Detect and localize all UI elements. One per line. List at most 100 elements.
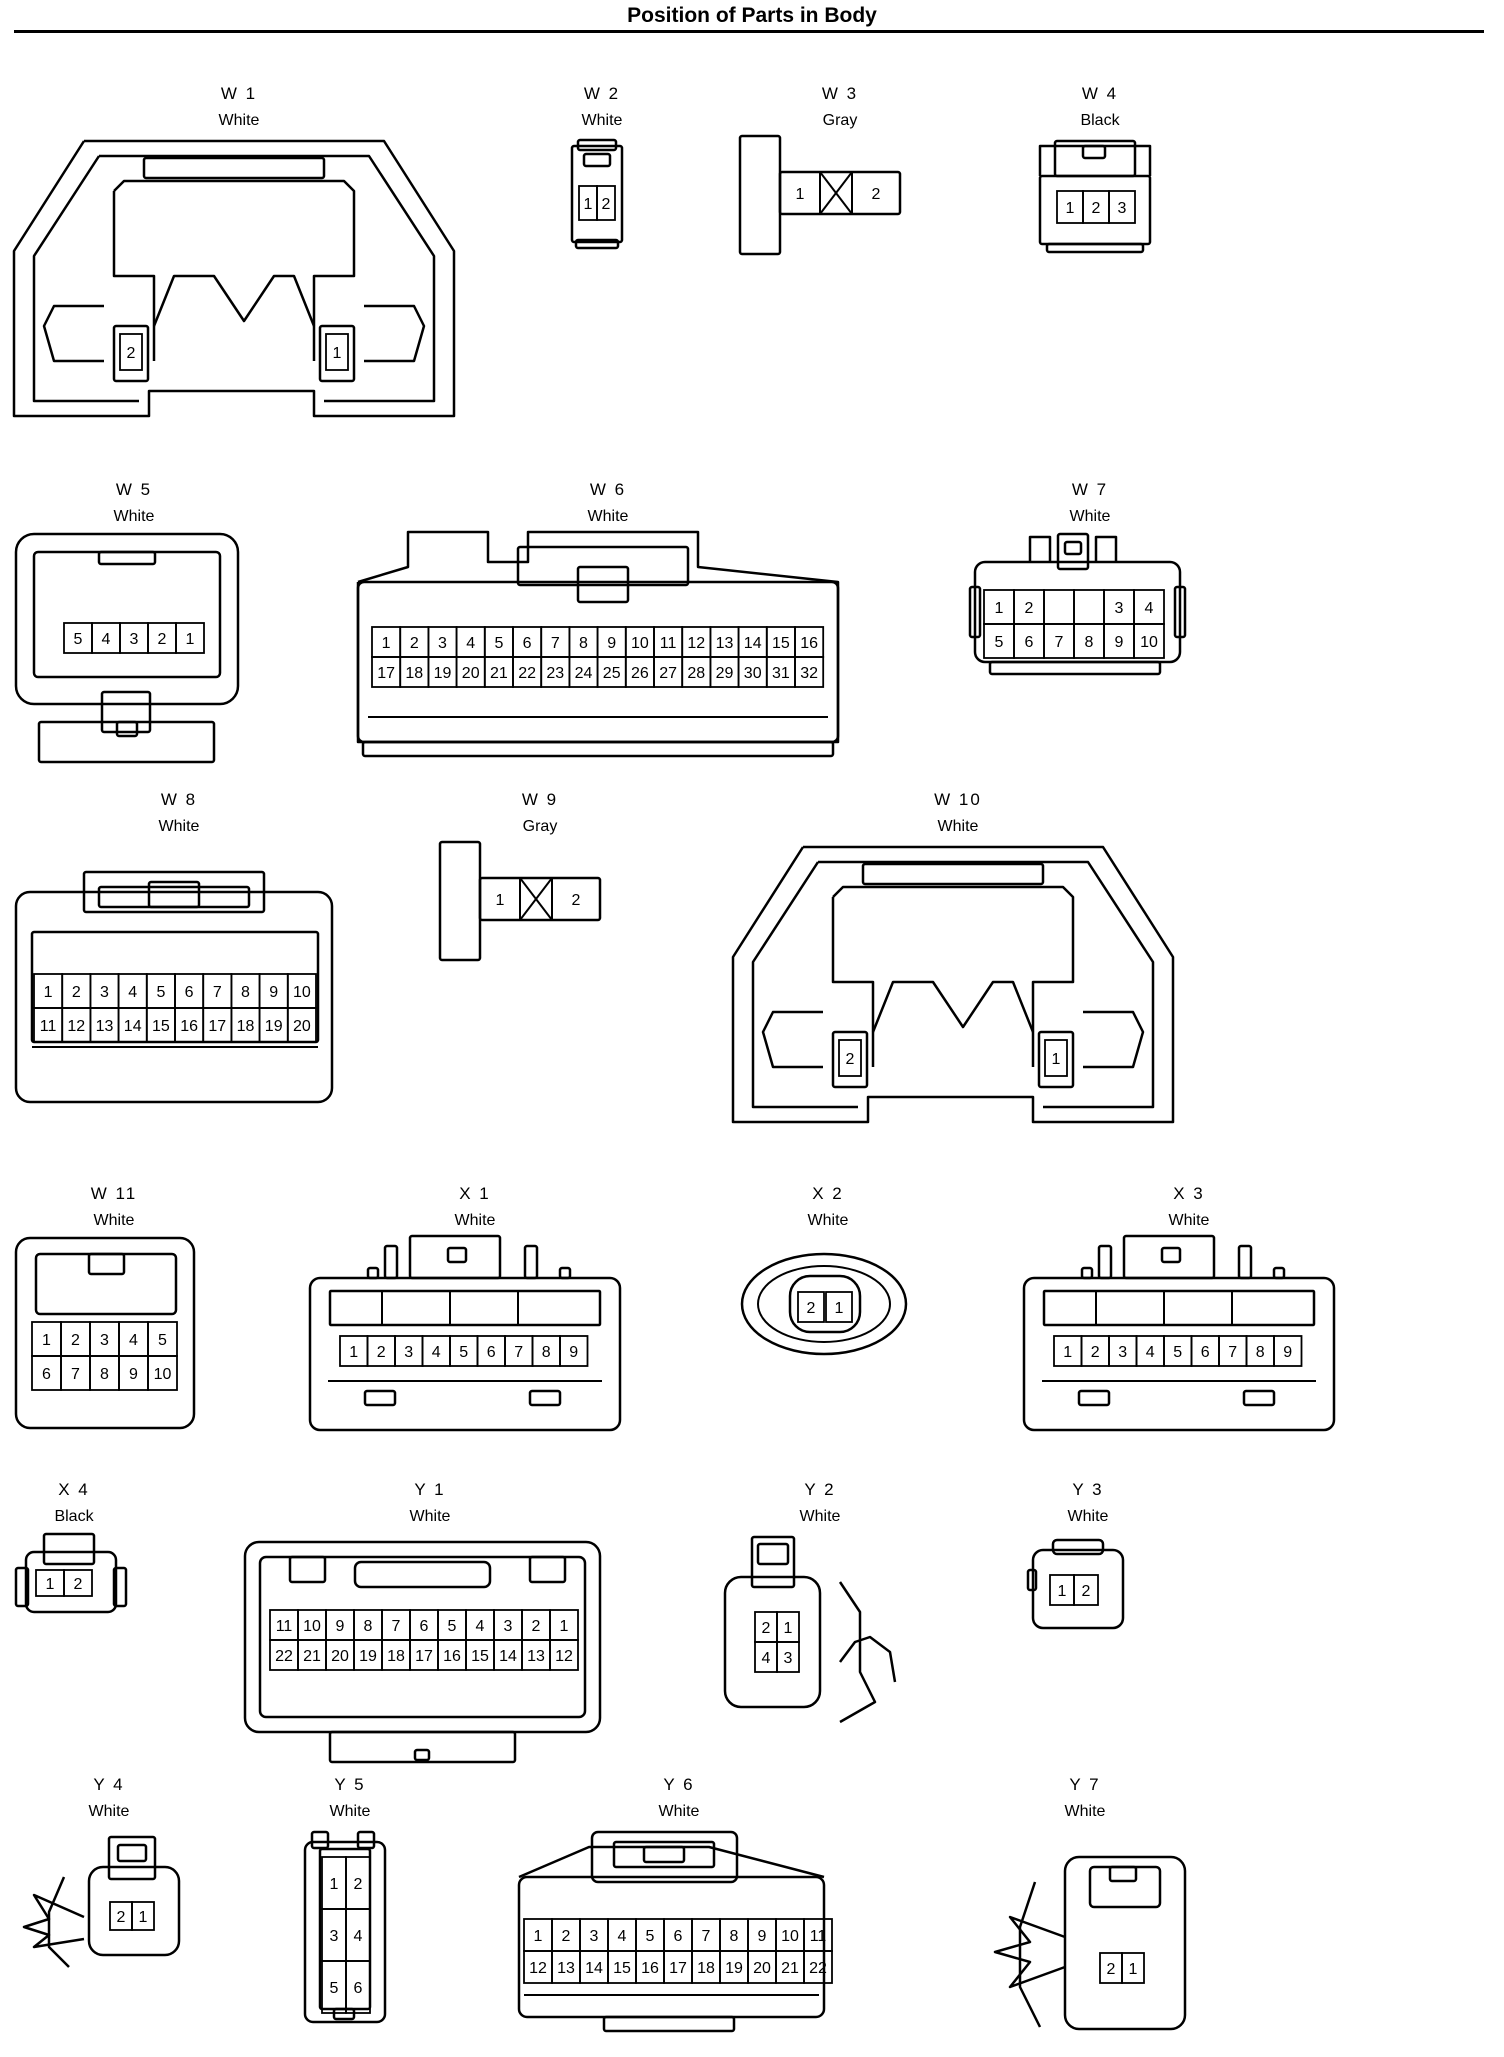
pin-number: 1 [560,1618,569,1635]
pin-number: 12 [67,1018,85,1035]
pin-number: 18 [697,1960,715,1977]
connector-id: W 7 [1071,480,1109,499]
pin-number: 1 [333,345,342,362]
connector-color: Gray [822,112,858,129]
pin-number: 9 [336,1618,345,1635]
connector-color: White [587,508,629,525]
pin-number: 7 [551,635,560,652]
pin-number: 1 [1058,1583,1067,1600]
pin-cell [175,622,205,654]
connector-color: White [329,1803,371,1820]
pin-number: 10 [154,1366,172,1383]
connector-id: Y 4 [93,1775,125,1794]
pin-cell [549,1639,579,1671]
pin-cell [1044,1039,1068,1077]
connector-color: White [1069,508,1111,525]
pin-number: 25 [603,665,621,682]
pin-number: 6 [42,1366,51,1383]
pin-number: 7 [1228,1344,1237,1361]
pin-number: 4 [432,1344,441,1361]
pin-cell [147,1355,178,1391]
pin-number: 11 [40,1018,57,1035]
pin-number: 17 [208,1018,226,1035]
pin-number: 18 [387,1648,405,1665]
pin-number: 10 [293,984,311,1001]
pin-number: 19 [265,1018,283,1035]
pin-number: 7 [71,1366,80,1383]
pin-number: 14 [585,1960,603,1977]
pin-number: 10 [303,1618,321,1635]
pin-cell [776,1641,800,1673]
pin-number: 19 [434,665,452,682]
connector-color: White [1067,1508,1109,1525]
pin-number: 1 [139,1909,148,1926]
pin-number: 6 [185,984,194,1001]
pin-number: 15 [613,1960,631,1977]
pin-number: 31 [772,665,790,682]
pin-number: 14 [124,1018,142,1035]
pin-number: 1 [796,186,805,203]
pin-number: 4 [762,1650,771,1667]
pin-number: 12 [529,1960,547,1977]
pin-number: 22 [809,1960,827,1977]
pin-number: 8 [100,1366,109,1383]
pin-number: 3 [404,1344,413,1361]
pin-number: 3 [590,1928,599,1945]
pin-number: 13 [527,1648,545,1665]
pin-number: 8 [1085,634,1094,651]
pin-number: 15 [772,635,790,652]
pin-number: 4 [1146,1344,1155,1361]
pin-number: 8 [1256,1344,1265,1361]
pin-number: 5 [995,634,1004,651]
pin-number: 14 [744,635,762,652]
connector-id: W 1 [220,84,258,103]
connector-id: Y 1 [414,1480,446,1499]
pin-number: 1 [1063,1344,1072,1361]
pin-number: 13 [716,635,734,652]
pin-number: 1 [534,1928,543,1945]
pin-number: 6 [1201,1344,1210,1361]
pin-number: 8 [241,984,250,1001]
pin-number: 12 [555,1648,573,1665]
connector-id: W 4 [1081,84,1119,103]
pin-number: 2 [74,1576,83,1593]
pin-cell [1073,589,1105,625]
pin-number: 9 [129,1366,138,1383]
pin-number: 17 [415,1648,433,1665]
connector-color: White [807,1212,849,1229]
pin-number: 6 [420,1618,429,1635]
pin-number: 14 [499,1648,517,1665]
pin-number: 1 [382,635,391,652]
pin-number: 13 [96,1018,114,1035]
pin-number: 5 [494,635,503,652]
pin-number: 7 [702,1928,711,1945]
pin-number: 18 [405,665,423,682]
pin-number: 27 [659,665,677,682]
pin-number: 5 [448,1618,457,1635]
pin-number: 24 [575,665,593,682]
pin-number: 4 [354,1928,363,1945]
pin-number: 3 [100,984,109,1001]
connector-color: White [1064,1803,1106,1820]
pin-number: 11 [810,1928,827,1945]
pin-number: 15 [471,1648,489,1665]
pin-number: 2 [572,892,581,909]
pin-number: 2 [532,1618,541,1635]
pin-number: 3 [1115,600,1124,617]
pin-number: 30 [744,665,762,682]
pin-number: 8 [542,1344,551,1361]
pin-number: 2 [1091,1344,1100,1361]
pin-cell [559,1335,589,1367]
pin-number: 4 [129,1332,138,1349]
